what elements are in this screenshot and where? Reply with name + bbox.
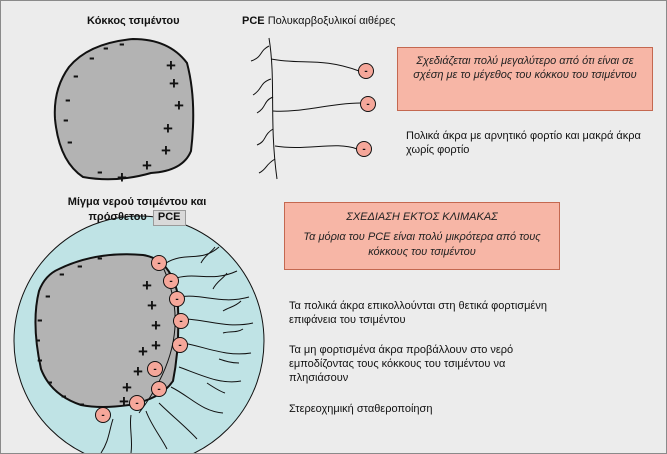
negative-charge: - <box>103 38 109 57</box>
mixture-title: Μίγμα νερού τσιμέντου και πρόσθετου PCE <box>47 196 227 226</box>
polar-head: - <box>148 362 163 377</box>
pce-full-name: Πολυκαρβοξυλικοί αιθέρες <box>268 15 396 27</box>
positive-charge: + <box>161 141 171 160</box>
negative-charge: - <box>77 256 83 275</box>
svg-text:-: - <box>101 410 104 421</box>
svg-text:-: - <box>175 294 178 305</box>
negative-charge: - <box>67 132 73 151</box>
negative-charge: - <box>65 90 71 109</box>
cement-grain-title: Κόκκος τσιμέντου <box>87 15 180 29</box>
project-note: Τα μη φορτισμένα άκρα προβάλλουν στο νερ… <box>289 344 567 385</box>
scale-note-text: Σχεδιάζεται πολύ μεγαλύτερο από ότι είνα… <box>413 55 636 81</box>
polar-head: - <box>174 314 189 329</box>
negative-charge: - <box>37 310 43 329</box>
svg-text:-: - <box>179 316 182 327</box>
scale-note-box: Σχεδιάζεται πολύ μεγαλύτερο από ότι είνα… <box>397 47 653 111</box>
pce-abbr: PCE <box>242 15 265 27</box>
negative-charge: - <box>45 286 51 305</box>
svg-text:-: - <box>362 144 365 155</box>
negative-charge: - <box>97 248 103 267</box>
negative-charge: - <box>97 162 103 181</box>
positive-charge: + <box>138 342 148 361</box>
svg-text:-: - <box>366 99 369 110</box>
polar-head: - <box>152 382 167 397</box>
polar-head: - <box>130 396 145 411</box>
positive-charge: + <box>169 74 179 93</box>
positive-charge: + <box>119 392 129 411</box>
positive-charge: + <box>142 156 152 175</box>
positive-charge: + <box>163 119 173 138</box>
attach-note: Τα πολικά άκρα επικολλούνται στη θετικά … <box>289 300 571 328</box>
polar-head: - <box>152 256 167 271</box>
pce-side-chain <box>251 46 269 61</box>
polar-ends-note: Πολικά άκρα με αρνητικό φορτίο και μακρά… <box>406 130 656 158</box>
polar-head: - <box>170 292 185 307</box>
negative-charge: - <box>61 386 67 405</box>
polar-head: - <box>96 408 111 423</box>
positive-charge: + <box>151 316 161 335</box>
polar-head: - <box>361 97 376 112</box>
not-to-scale-body: Τα μόρια του PCE είναι πολύ μικρότερα απ… <box>295 230 549 259</box>
not-to-scale-box: ΣΧΕΔΙΑΣΗ ΕΚΤΟΣ ΚΛΙΜΑΚΑΣ Τα μόρια του PCE… <box>284 202 560 270</box>
pce-side-chain <box>257 129 273 145</box>
negative-charge: - <box>37 350 43 369</box>
positive-charge: + <box>174 96 184 115</box>
positive-charge: + <box>147 296 157 315</box>
negative-charge: - <box>47 372 53 391</box>
not-to-scale-title: ΣΧΕΔΙΑΣΗ ΕΚΤΟΣ ΚΛΙΜΑΚΑΣ <box>295 210 549 224</box>
mixture-title-line2: πρόσθετου PCE <box>47 210 227 226</box>
negative-charge: - <box>73 66 79 85</box>
negative-charge: - <box>89 48 95 67</box>
negative-charge: - <box>59 264 65 283</box>
svg-text:-: - <box>153 364 156 375</box>
pce-side-chain <box>257 97 273 113</box>
polar-heads-top: - - - <box>357 64 376 157</box>
svg-text:-: - <box>157 384 160 395</box>
pce-tag: PCE <box>153 210 186 226</box>
negative-charge: - <box>79 394 85 413</box>
svg-text:-: - <box>135 398 138 409</box>
positive-charge: + <box>133 362 143 381</box>
polar-head: - <box>173 338 188 353</box>
negative-charge: - <box>35 330 41 349</box>
svg-text:-: - <box>364 66 367 77</box>
polar-head: - <box>357 142 372 157</box>
pce-arm <box>273 103 361 111</box>
svg-text:-: - <box>157 258 160 269</box>
positive-charge: + <box>117 168 127 187</box>
positive-charge: + <box>142 276 152 295</box>
negative-charge: - <box>63 110 69 129</box>
pce-side-chain <box>253 79 271 95</box>
pce-arm <box>271 59 359 71</box>
positive-charge: + <box>151 336 161 355</box>
pce-side-chain <box>259 159 275 173</box>
polar-head: - <box>359 64 374 79</box>
negative-charge: - <box>119 34 125 53</box>
pce-title: PCE Πολυκαρβοξυλικοί αιθέρες <box>242 15 395 29</box>
svg-text:-: - <box>178 340 181 351</box>
polar-head: - <box>164 274 179 289</box>
positive-charge: + <box>166 56 176 75</box>
pce-molecules-top <box>251 38 361 179</box>
pce-arm <box>275 146 357 149</box>
steric-note: Στερεοχημική σταθεροποίηση <box>289 403 432 417</box>
svg-text:-: - <box>169 276 172 287</box>
mixture-title-line1: Μίγμα νερού τσιμέντου και <box>47 196 227 210</box>
